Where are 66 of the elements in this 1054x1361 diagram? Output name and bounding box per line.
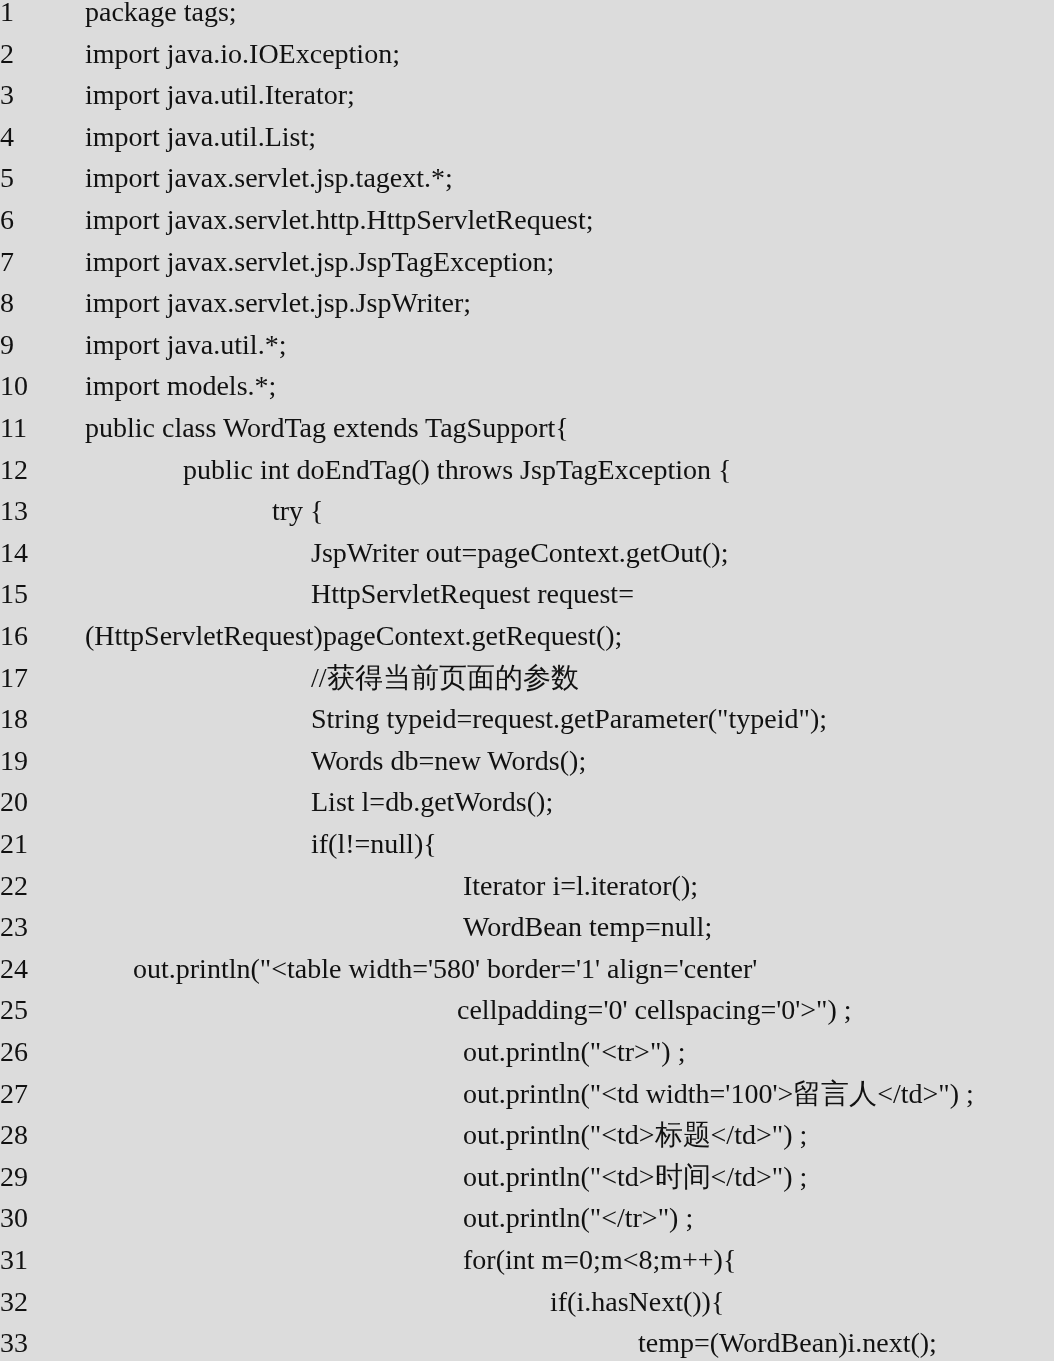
code-line: import javax.servlet.jsp.JspWriter; [85, 287, 472, 320]
line-number: 8 [0, 287, 14, 320]
line-number: 20 [0, 786, 28, 819]
code-line: (HttpServletRequest)pageContext.getRequest(); [85, 620, 623, 652]
line-number: 16 [0, 620, 28, 652]
line-number: 3 [0, 79, 14, 112]
line-number: 5 [0, 162, 14, 195]
line-number: 4 [0, 120, 14, 153]
line-number: 32 [0, 1285, 28, 1318]
code-line: //获得当前页面的参数 [311, 661, 579, 694]
line-number: 24 [0, 952, 28, 985]
code-line: import javax.servlet.jsp.JspTagException; [85, 245, 555, 278]
code-line: out.println("<td>标题</td>") ; [463, 1119, 808, 1152]
code-line: try { [272, 495, 324, 528]
code-line: public int doEndTag() throws JspTagException { [183, 453, 732, 486]
line-number: 19 [0, 744, 28, 777]
line-number: 7 [0, 245, 14, 278]
code-line: for(int m=0;m<8;m++){ [463, 1244, 737, 1276]
code-line: package tags; [85, 0, 237, 28]
line-number: 2 [0, 37, 14, 70]
line-number: 23 [0, 911, 28, 944]
line-number: 10 [0, 370, 28, 403]
line-number: 17 [0, 661, 28, 694]
code-line: import javax.servlet.http.HttpServletRequest; [85, 204, 594, 236]
line-number: 29 [0, 1160, 28, 1193]
line-number: 30 [0, 1202, 28, 1235]
line-number: 33 [0, 1327, 28, 1360]
code-line: String typeid=request.getParameter("typeid"); [311, 703, 828, 736]
code-line: out.println("<td>时间</td>") ; [463, 1160, 808, 1193]
code-line: import models.*; [85, 370, 277, 403]
code-line: HttpServletRequest request= [311, 578, 634, 611]
code-line: out.println("<tr>") ; [463, 1036, 686, 1068]
code-line: out.println("</tr>") ; [463, 1202, 694, 1235]
line-number: 27 [0, 1077, 28, 1110]
code-line: import java.util.List; [85, 120, 316, 153]
line-number: 26 [0, 1036, 28, 1068]
code-line: out.println("<td width='100'>留言人</td>") ; [463, 1077, 974, 1110]
code-line: import java.util.*; [85, 328, 287, 361]
line-number: 31 [0, 1244, 28, 1276]
code-line: if(l!=null){ [311, 828, 437, 860]
line-number: 9 [0, 328, 14, 361]
line-number: 11 [0, 412, 27, 444]
code-line: temp=(WordBean)i.next(); [638, 1327, 937, 1360]
code-line: JspWriter out=pageContext.getOut(); [311, 536, 729, 569]
code-line: if(i.hasNext()){ [550, 1285, 725, 1318]
code-line: import javax.servlet.jsp.tagext.*; [85, 162, 453, 195]
line-number: 14 [0, 536, 28, 569]
line-number: 1 [0, 0, 14, 28]
code-line: WordBean temp=null; [463, 911, 713, 944]
line-number: 6 [0, 204, 14, 236]
code-line: import java.util.Iterator; [85, 79, 355, 112]
line-number: 28 [0, 1119, 28, 1152]
code-line: public class WordTag extends TagSupport{ [85, 412, 569, 444]
line-number: 15 [0, 578, 28, 611]
line-number: 12 [0, 453, 28, 486]
line-number: 21 [0, 828, 28, 860]
line-number: 13 [0, 495, 28, 528]
code-line: Words db=new Words(); [311, 744, 587, 777]
line-number: 25 [0, 994, 28, 1027]
line-number: 22 [0, 869, 28, 902]
code-line: out.println("<table width='580' border='1' align='center' [133, 952, 758, 985]
code-line: List l=db.getWords(); [311, 786, 554, 819]
code-line: import java.io.IOException; [85, 37, 400, 70]
line-number: 18 [0, 703, 28, 736]
code-line: Iterator i=l.iterator(); [463, 869, 698, 902]
code-line: cellpadding='0' cellspacing='0'>") ; [457, 994, 852, 1027]
